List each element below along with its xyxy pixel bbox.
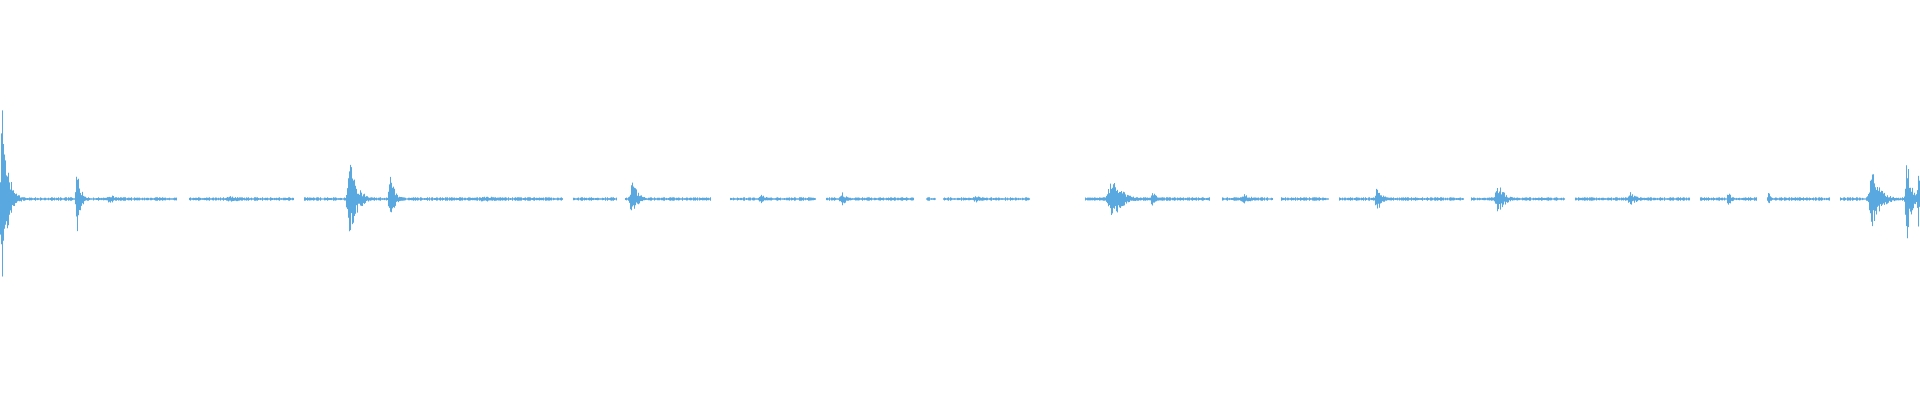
waveform-path [0,110,1920,277]
